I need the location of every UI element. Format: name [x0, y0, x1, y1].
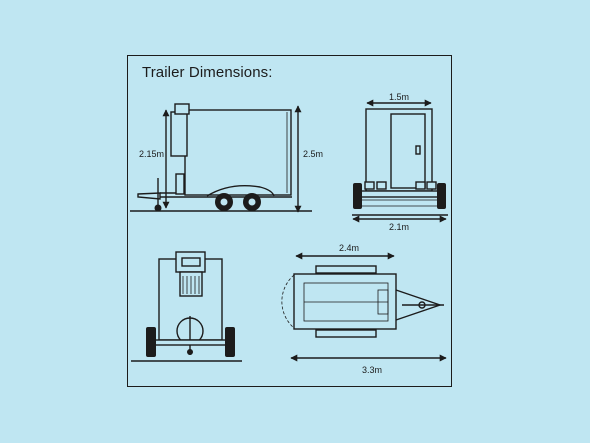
rear-wheel-left	[353, 183, 362, 209]
rear-light-left	[364, 181, 375, 190]
front-view	[131, 251, 242, 362]
top-dim-3-3-label: 3.3m	[362, 365, 382, 375]
front-wheel-left	[146, 327, 156, 357]
front-chassis	[152, 339, 230, 346]
top-dim-2-4-label: 2.4m	[339, 243, 359, 253]
side-hub-front	[220, 198, 228, 206]
front-fridge-panel	[181, 257, 201, 267]
top-door-arc	[281, 274, 295, 329]
rear-door	[390, 113, 426, 189]
top-unit	[377, 289, 389, 315]
side-mudguard	[206, 184, 275, 197]
front-jockey-wheel	[187, 349, 193, 355]
top-hitch	[418, 301, 426, 309]
side-jockey-wheel	[154, 204, 162, 212]
rear-light-left-2	[376, 181, 387, 190]
rear-wheel-right	[437, 183, 446, 209]
side-hub-rear	[248, 198, 256, 206]
side-box	[184, 109, 292, 196]
side-view: 2.15m 2.5m	[130, 103, 323, 213]
top-wheel-lower	[315, 329, 377, 338]
top-wheel-upper	[315, 265, 377, 274]
rear-door-handle	[415, 145, 421, 155]
side-drawbar	[137, 192, 161, 200]
front-wheel-right	[225, 327, 235, 357]
side-dim-2-15-label: 2.15m	[139, 149, 164, 159]
rear-bumper	[358, 190, 443, 198]
rear-light-right-2	[426, 181, 437, 190]
top-view: 2.4m 3.3m	[281, 243, 447, 375]
diagram-frame	[127, 55, 452, 387]
rear-dim-1-5-label: 1.5m	[389, 92, 409, 102]
side-dim-2-5-label: 2.5m	[303, 149, 323, 159]
side-fridge-unit	[170, 111, 188, 157]
diagram-title: Trailer Dimensions:	[142, 64, 273, 81]
side-tank	[175, 173, 185, 195]
side-fridge-top	[174, 103, 190, 115]
rear-dim-2-1-label: 2.1m	[389, 222, 409, 232]
rear-view: 1.5m 2.1m	[352, 92, 448, 232]
rear-light-right	[415, 181, 426, 190]
